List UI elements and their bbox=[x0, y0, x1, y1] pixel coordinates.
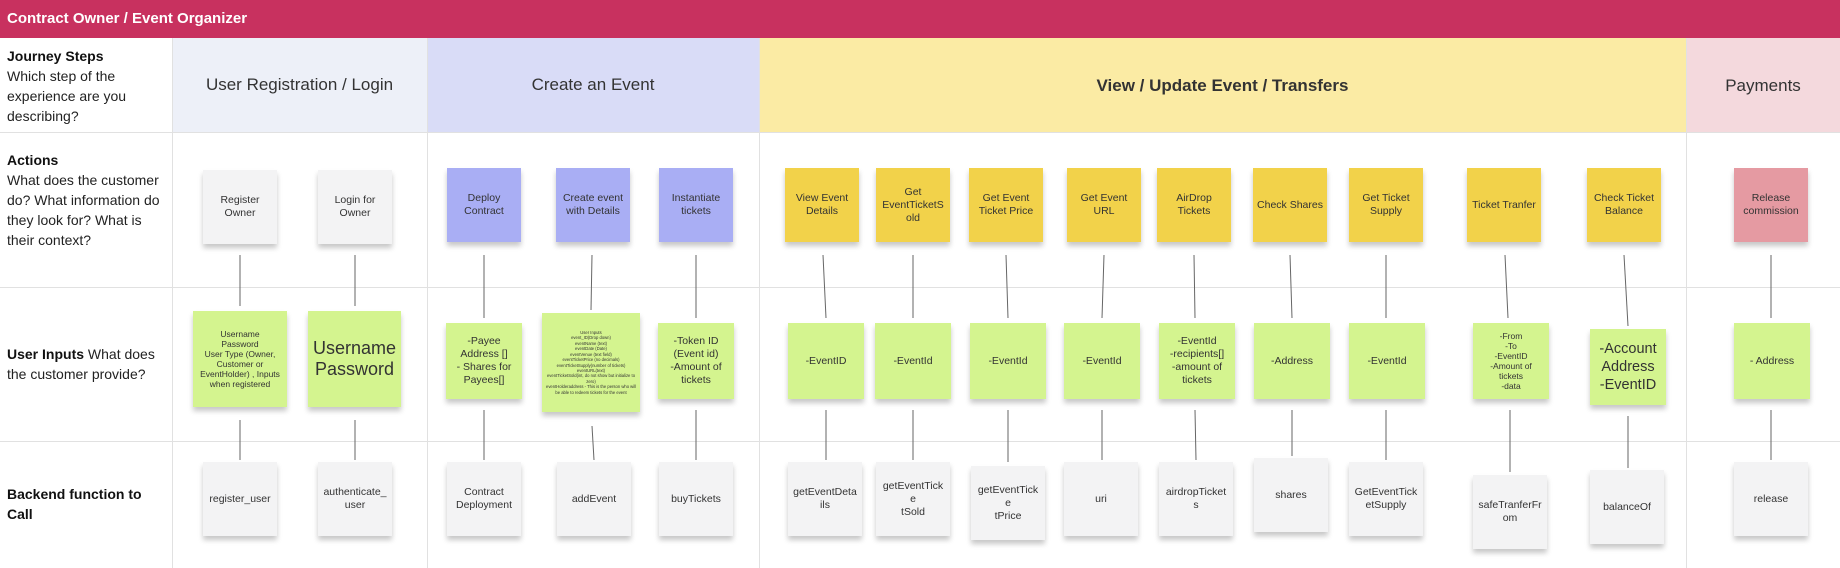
action-sticky: Check Shares bbox=[1253, 168, 1327, 242]
input-sticky: -EventId bbox=[1349, 323, 1425, 399]
row-label-user-inputs: User Inputs What does the customer provi… bbox=[7, 344, 167, 384]
row-label-backend: Backend function to Call bbox=[7, 484, 167, 524]
input-sticky: -Token ID (Event id)-Amount of tickets bbox=[658, 323, 734, 399]
backend-sticky: authenticate_user bbox=[318, 462, 392, 536]
action-sticky: Check Ticket Balance bbox=[1587, 168, 1661, 242]
input-sticky: -Account Address-EventID bbox=[1590, 329, 1666, 405]
backend-sticky: buyTickets bbox=[659, 462, 733, 536]
column-divider bbox=[1686, 38, 1687, 568]
row-title: Backend function to Call bbox=[7, 486, 142, 522]
action-sticky: Get Event URL bbox=[1067, 168, 1141, 242]
journey-map-title-bar: Contract Owner / Event Organizer bbox=[0, 0, 1840, 38]
backend-sticky: shares bbox=[1254, 458, 1328, 532]
action-sticky: Deploy Contract bbox=[447, 168, 521, 242]
input-sticky: -EventId bbox=[875, 323, 951, 399]
action-sticky: Get Ticket Supply bbox=[1349, 168, 1423, 242]
row-description: What does the customer do? What informat… bbox=[7, 172, 160, 248]
stage-user-registration-login: User Registration / Login bbox=[172, 38, 427, 132]
action-sticky: Register Owner bbox=[203, 170, 277, 244]
backend-sticky: balanceOf bbox=[1590, 470, 1664, 544]
input-sticky: -Address bbox=[1254, 323, 1330, 399]
row-title: User Inputs bbox=[7, 346, 85, 362]
stage-payments: Payments bbox=[1686, 38, 1840, 132]
action-sticky: Get Event Ticket Price bbox=[969, 168, 1043, 242]
action-sticky: Login for Owner bbox=[318, 170, 392, 244]
row-title: Journey Steps bbox=[7, 48, 104, 64]
action-sticky: View Event Details bbox=[785, 168, 859, 242]
backend-sticky: addEvent bbox=[557, 462, 631, 536]
stage-view-update-transfers: View / Update Event / Transfers bbox=[759, 38, 1686, 132]
row-description: What does the customer provide? bbox=[7, 346, 155, 382]
input-sticky: - Address bbox=[1734, 323, 1810, 399]
input-sticky: -From-To-EventID-Amount of tickets-data bbox=[1473, 323, 1549, 399]
row-divider bbox=[0, 132, 1840, 133]
action-sticky: Release commission bbox=[1734, 168, 1808, 242]
input-sticky: -EventID bbox=[788, 323, 864, 399]
backend-sticky: release bbox=[1734, 462, 1808, 536]
backend-sticky: register_user bbox=[203, 462, 277, 536]
row-divider bbox=[0, 441, 1840, 442]
stage-label: Payments bbox=[1725, 76, 1801, 95]
column-divider bbox=[427, 38, 428, 568]
stage-label: Create an Event bbox=[531, 75, 655, 94]
row-label-actions: Actions What does the customer do? What … bbox=[7, 150, 167, 250]
input-sticky: -EventId bbox=[1064, 323, 1140, 399]
input-sticky: -Payee Address []- Shares for Payees[] bbox=[446, 323, 522, 399]
action-sticky: Ticket Tranfer bbox=[1467, 168, 1541, 242]
input-sticky: -EventId bbox=[970, 323, 1046, 399]
stage-create-event: Create an Event bbox=[427, 38, 759, 132]
row-divider bbox=[0, 287, 1840, 288]
row-label-journey-steps: Journey Steps Which step of the experien… bbox=[7, 46, 167, 126]
action-sticky: Create event with Details bbox=[556, 168, 630, 242]
action-sticky: AirDrop Tickets bbox=[1157, 168, 1231, 242]
journey-map-title: Contract Owner / Event Organizer bbox=[7, 10, 248, 27]
row-title: Actions bbox=[7, 152, 59, 168]
column-divider bbox=[172, 38, 173, 568]
action-sticky: Instantiate tickets bbox=[659, 168, 733, 242]
input-sticky: -EventId-recipients[]-amount of tickets bbox=[1159, 323, 1235, 399]
stage-label: View / Update Event / Transfers bbox=[1096, 76, 1349, 95]
stage-label: User Registration / Login bbox=[205, 75, 394, 94]
row-description: Which step of the experience are you des… bbox=[7, 68, 127, 124]
backend-sticky: uri bbox=[1064, 462, 1138, 536]
backend-sticky: Contract Deployment bbox=[447, 462, 521, 536]
column-divider bbox=[759, 38, 760, 568]
action-sticky: Get EventTicketSold bbox=[876, 168, 950, 242]
